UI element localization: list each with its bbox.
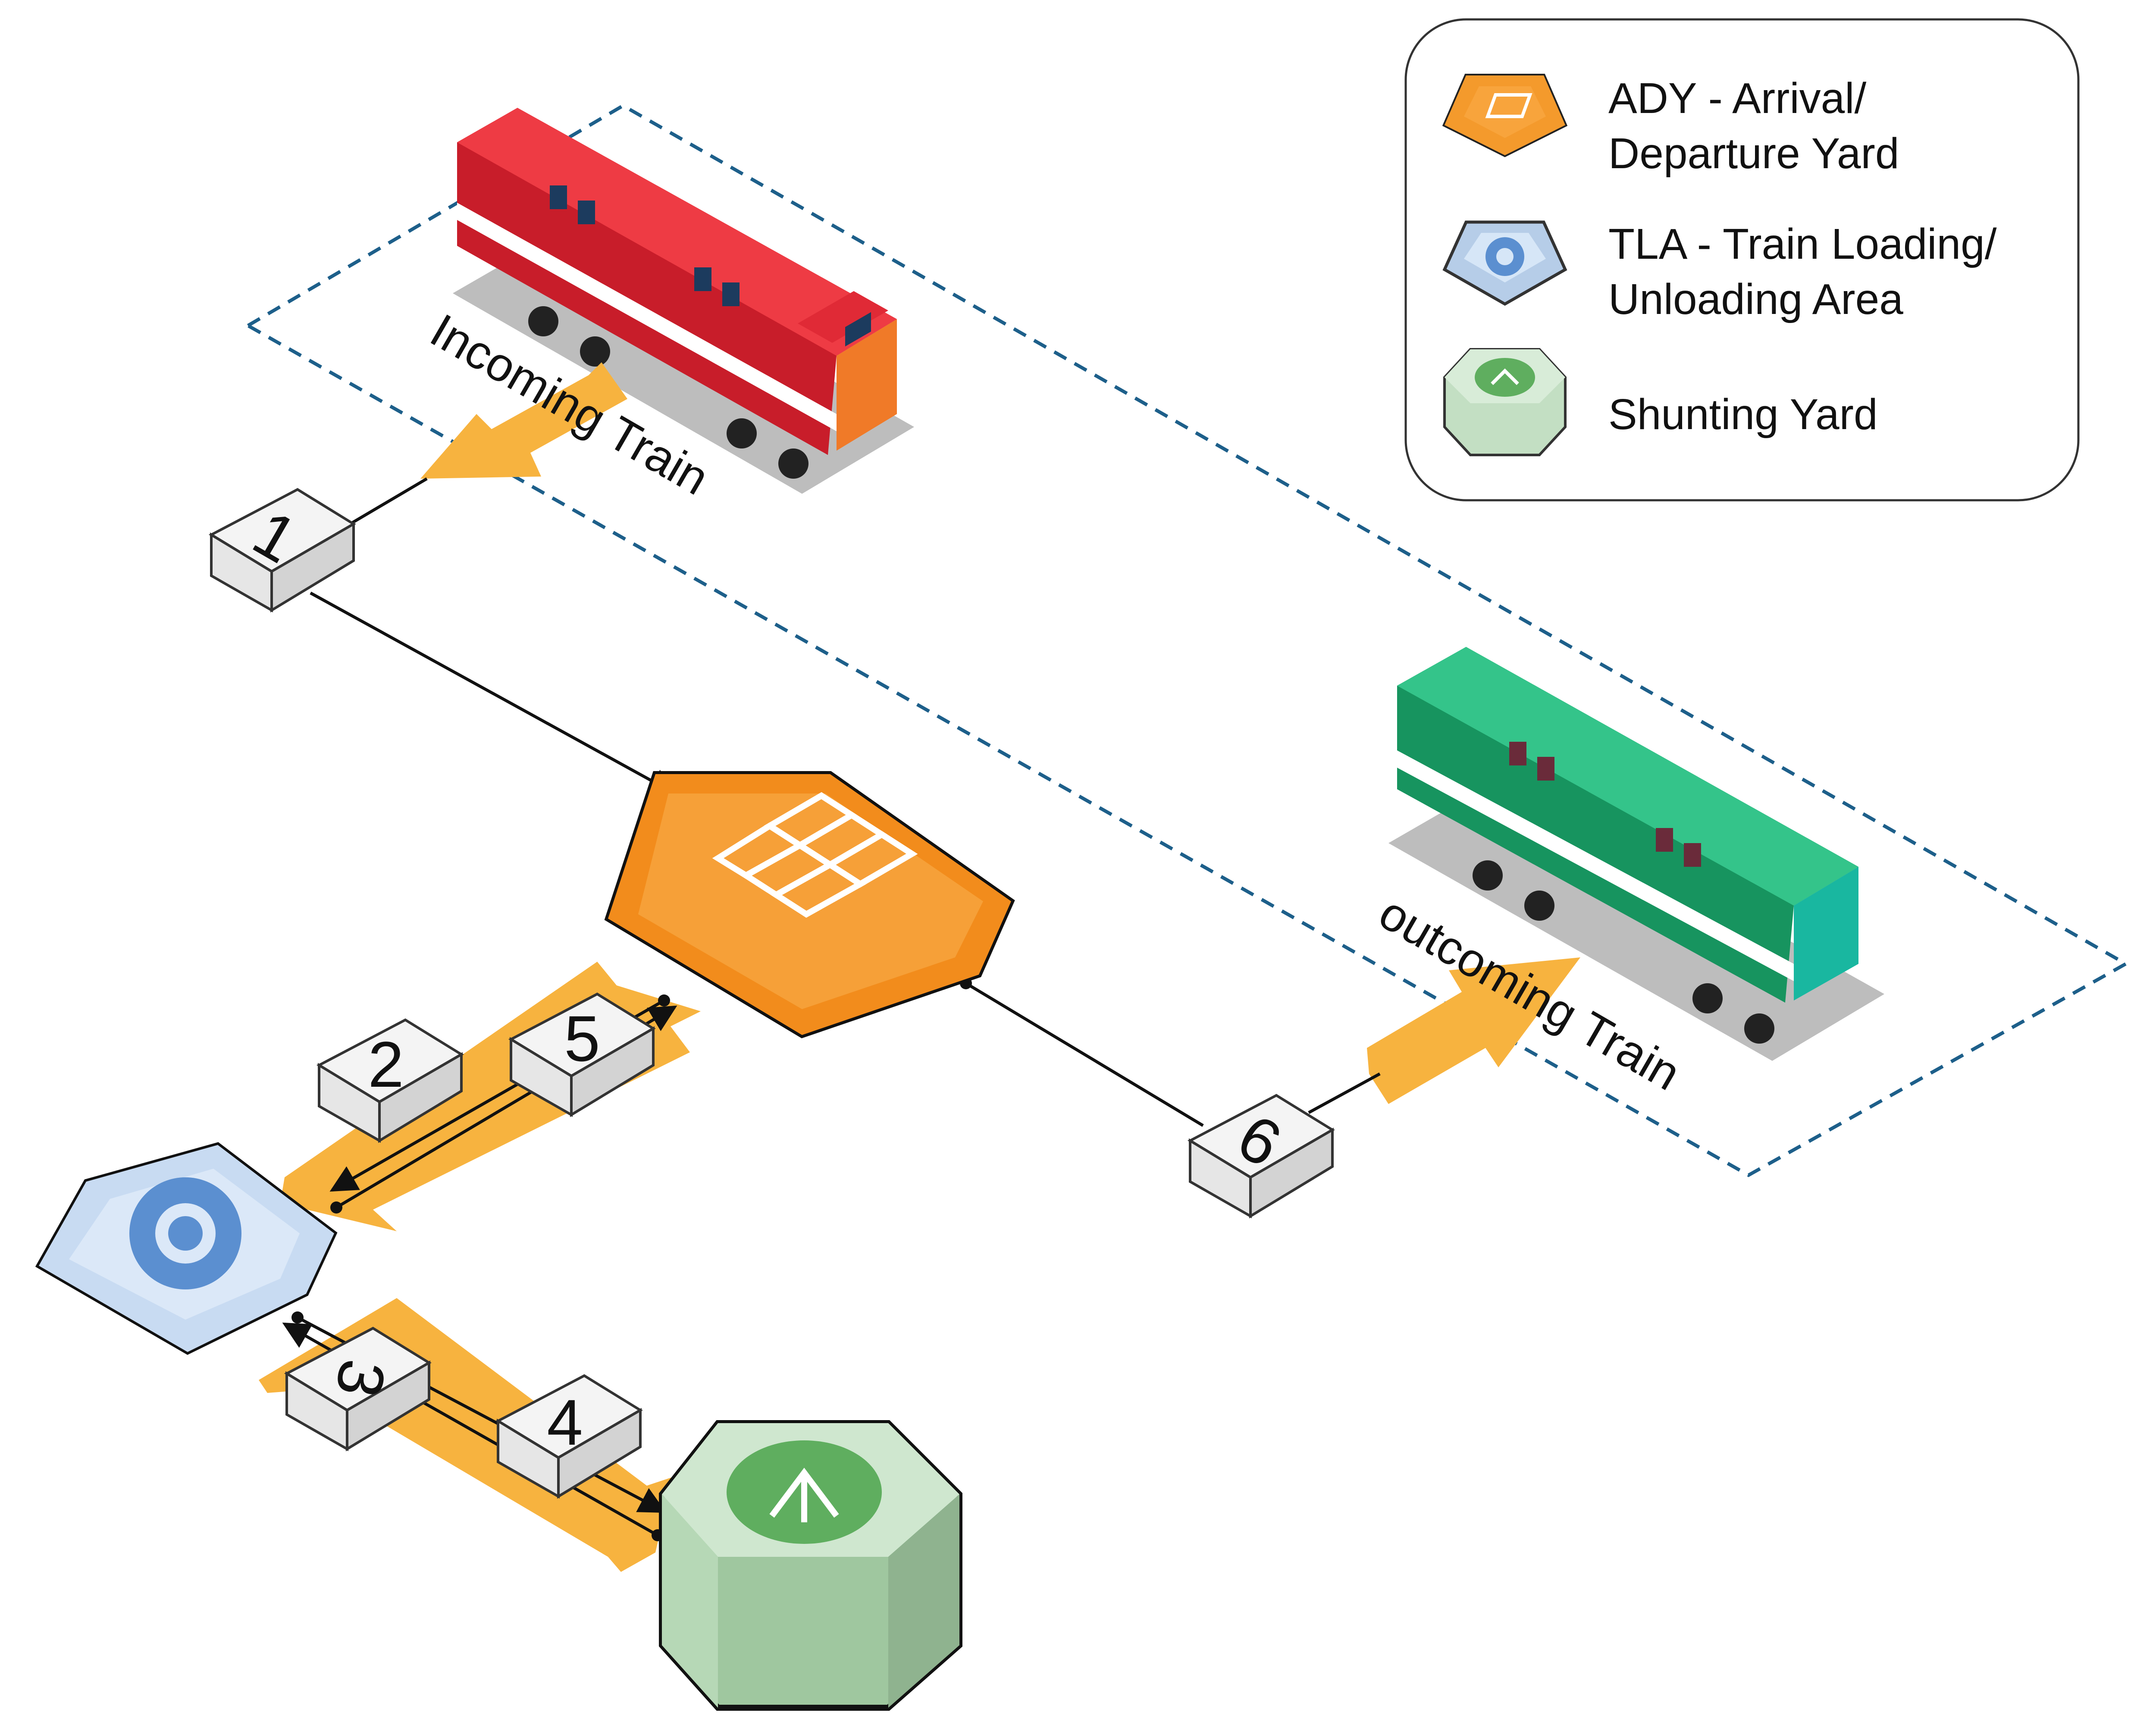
legend-shunting-icon bbox=[1443, 348, 1567, 456]
step-2-label: 2 bbox=[368, 1028, 404, 1101]
step-box-5: 5 bbox=[508, 992, 656, 1117]
legend-ady: ADY - Arrival/ Departure Yard bbox=[1608, 74, 1899, 178]
legend: ADY - Arrival/ Departure Yard TLA - Trai… bbox=[1404, 18, 2080, 502]
outgoing-train bbox=[1388, 647, 1884, 1061]
incoming-train bbox=[453, 108, 914, 494]
outgoing-arrow bbox=[1367, 957, 1580, 1104]
step-box-4: 4 bbox=[495, 1374, 643, 1499]
legend-tla: TLA - Train Loading/ Unloading Area bbox=[1608, 220, 1997, 323]
step-5-label: 5 bbox=[564, 1002, 600, 1075]
ady-grid-icon bbox=[712, 792, 918, 918]
step-box-2: 2 bbox=[316, 1018, 464, 1143]
step-box-6: 6 bbox=[1187, 1094, 1335, 1219]
step-box-3: 3 bbox=[284, 1327, 432, 1452]
legend-ady-line2: Departure Yard bbox=[1608, 129, 1899, 178]
tla-gear-icon bbox=[129, 1177, 241, 1289]
legend-tla-line1: TLA - Train Loading/ bbox=[1608, 220, 1997, 268]
step-box-1: 1 bbox=[208, 488, 356, 613]
shunting-node bbox=[659, 1420, 962, 1711]
ady-node bbox=[604, 771, 1015, 1038]
legend-ady-icon bbox=[1442, 74, 1568, 157]
step-4-label: 4 bbox=[547, 1386, 583, 1458]
legend-shunting-label: Shunting Yard bbox=[1608, 390, 1878, 439]
legend-tla-line2: Unloading Area bbox=[1608, 275, 1903, 323]
legend-ady-line1: ADY - Arrival/ bbox=[1608, 74, 1867, 122]
legend-tla-icon bbox=[1442, 220, 1567, 306]
tla-node bbox=[35, 1142, 338, 1355]
incoming-arrow bbox=[420, 362, 627, 479]
